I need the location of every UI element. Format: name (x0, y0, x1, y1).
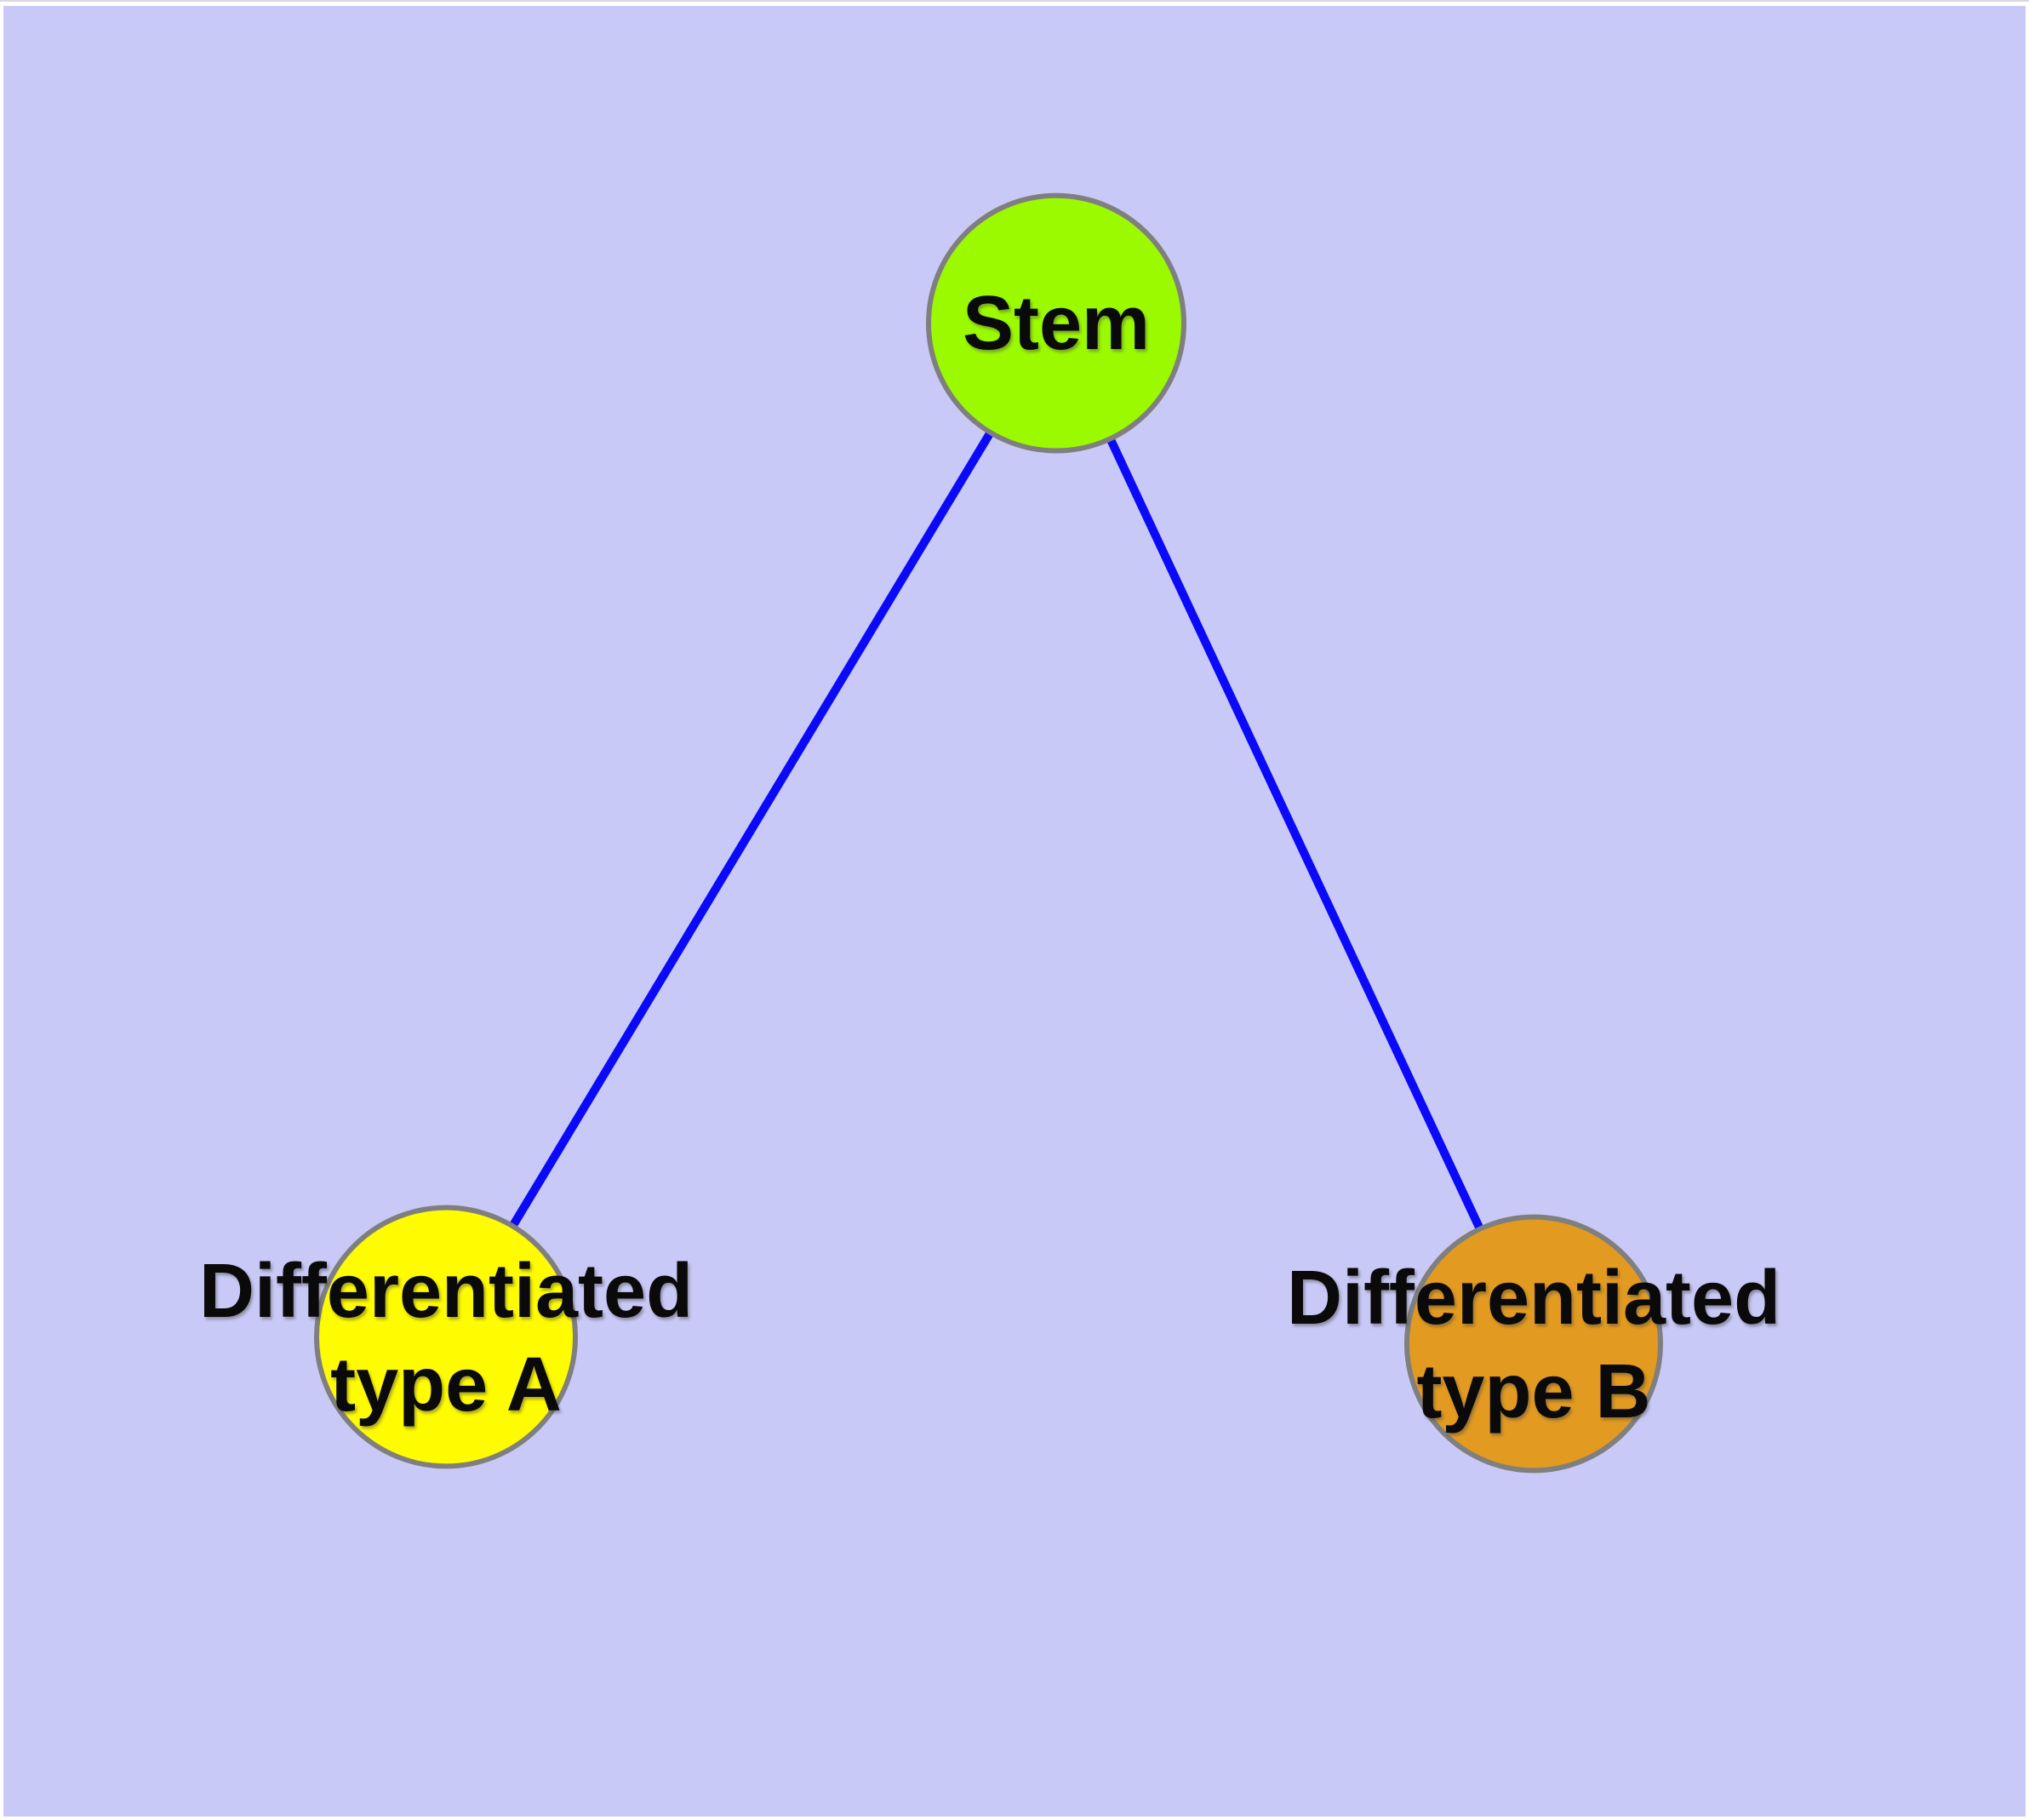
diagram-canvas: Stem Differentiated type A Differentiate… (3, 6, 2026, 1817)
node-stem-circle (926, 192, 1186, 454)
node-differentiated-type-a-circle (314, 1205, 578, 1469)
edge-stem-to-type-b (1052, 321, 1538, 1346)
edge-stem-to-type-a (442, 321, 1060, 1340)
graph-svg (3, 6, 2026, 1817)
node-differentiated-type-b-circle (1404, 1214, 1663, 1474)
